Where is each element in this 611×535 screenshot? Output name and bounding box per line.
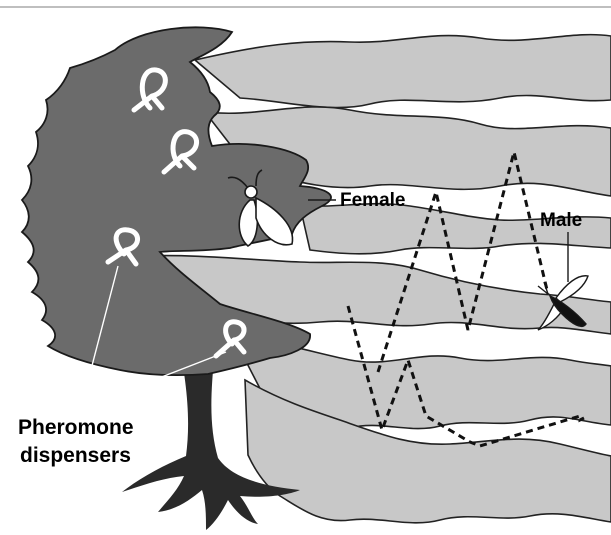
label-dispensers-line2: dispensers xyxy=(20,444,131,467)
label-female: Female xyxy=(340,190,405,211)
label-dispensers-line1: Pheromone xyxy=(18,416,134,439)
label-male: Male xyxy=(540,210,582,231)
plume-1 xyxy=(195,35,611,108)
moth-head xyxy=(245,186,257,198)
